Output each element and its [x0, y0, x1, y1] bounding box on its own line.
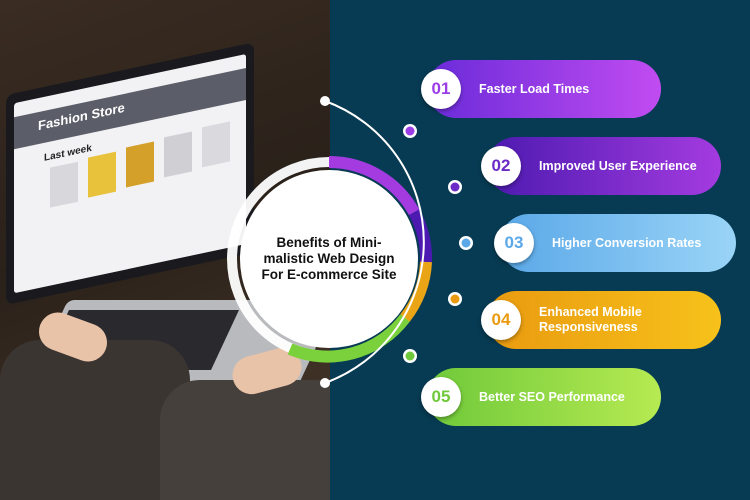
connector-dot-05 — [405, 351, 415, 361]
arc-end-dot — [320, 378, 330, 388]
connector-dot-04 — [450, 294, 460, 304]
center-circle: Benefits of Mini-malistic Web Design For… — [240, 170, 418, 348]
benefit-pill-02: Improved User Experience — [487, 137, 721, 195]
number-badge-02: 02 — [481, 146, 521, 186]
left-sleeve — [0, 340, 190, 500]
center-title: Benefits of Mini-malistic Web Design For… — [261, 234, 397, 283]
benefit-pill-05: Better SEO Performance — [427, 368, 661, 426]
benefit-label: Better SEO Performance — [479, 389, 625, 404]
connector-dot-02 — [450, 182, 460, 192]
number-badge-03: 03 — [494, 223, 534, 263]
arc-end-dot — [320, 96, 330, 106]
number-badge-05: 05 — [421, 377, 461, 417]
benefit-label: Enhanced Mobile Responsiveness — [539, 305, 642, 334]
benefit-pill-03: Higher Conversion Rates — [500, 214, 736, 272]
number-badge-04: 04 — [481, 300, 521, 340]
connector-dot-03 — [461, 238, 471, 248]
ring-segment-orange — [400, 261, 432, 322]
connector-dot-01 — [405, 126, 415, 136]
benefit-label: Improved User Experience — [539, 158, 697, 173]
right-sleeve — [160, 380, 340, 500]
benefit-label: Faster Load Times — [479, 81, 590, 96]
benefit-pill-04: Enhanced Mobile Responsiveness — [487, 291, 721, 349]
benefit-pill-01: Faster Load Times — [427, 60, 661, 118]
ring-segment-purple — [328, 155, 420, 216]
main-arc — [324, 100, 425, 384]
benefit-label: Higher Conversion Rates — [552, 235, 702, 250]
number-badge-01: 01 — [421, 69, 461, 109]
